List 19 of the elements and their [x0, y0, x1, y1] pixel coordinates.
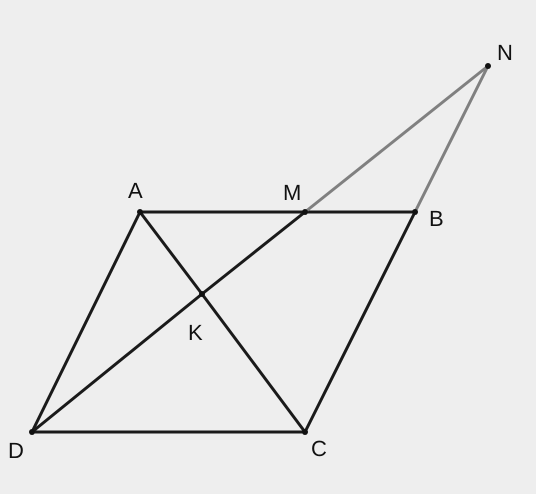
point-label: D	[8, 440, 24, 462]
point-label: K	[188, 322, 203, 344]
line-segment	[32, 430, 305, 434]
line-segment	[200, 293, 306, 433]
point-label: M	[283, 182, 302, 204]
point-dot	[29, 429, 35, 435]
point-label: N	[497, 42, 513, 64]
point-dot	[302, 209, 308, 215]
line-segment	[140, 210, 305, 214]
line-segment	[138, 211, 204, 295]
line-segment	[304, 211, 416, 433]
line-segment	[305, 210, 415, 214]
point-dot	[412, 209, 418, 215]
point-dot	[485, 63, 491, 69]
point-label: A	[128, 180, 143, 202]
point-dot	[137, 209, 143, 215]
point-label: C	[311, 438, 327, 460]
line-segment	[201, 210, 306, 296]
point-label: B	[429, 208, 444, 230]
